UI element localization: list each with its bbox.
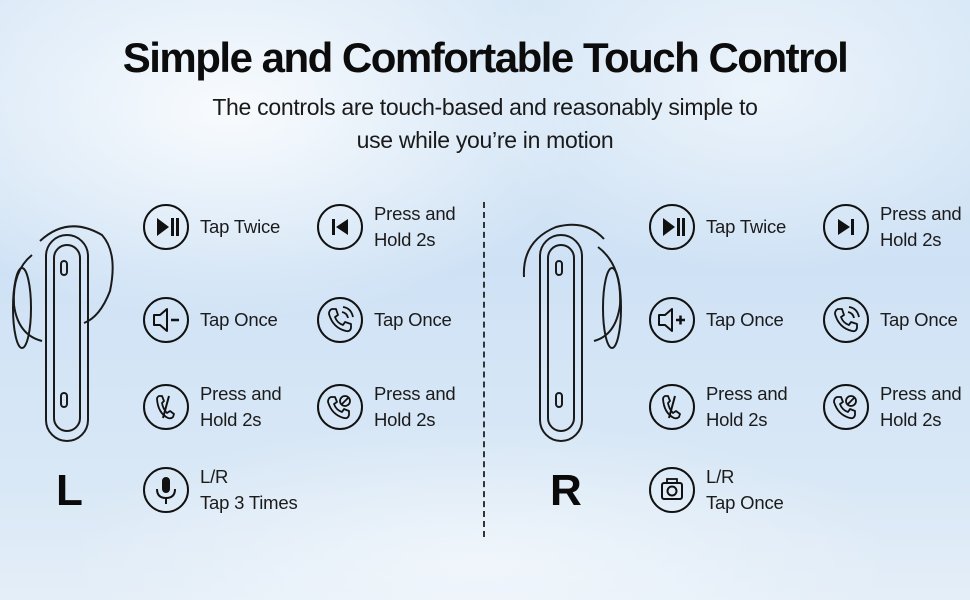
control-label: Press and Hold 2s bbox=[880, 383, 962, 431]
control-label: Press and Hold 2s bbox=[374, 203, 456, 251]
control-label: Tap Twice bbox=[706, 203, 786, 251]
label-line-2: Tap Once bbox=[706, 492, 784, 513]
reject-call-icon bbox=[823, 384, 869, 430]
previous-track-icon bbox=[317, 204, 363, 250]
left-earbud-illustration bbox=[12, 225, 114, 442]
label-line-1: Tap Once bbox=[374, 309, 452, 330]
label-line-1: Press and bbox=[880, 203, 962, 224]
label-line-1: Press and bbox=[706, 383, 788, 404]
control-label: Tap Twice bbox=[200, 203, 280, 251]
page-subtitle: The controls are touch-based and reasona… bbox=[185, 91, 785, 157]
label-line-1: Tap Once bbox=[200, 309, 278, 330]
control-label: L/R Tap Once bbox=[706, 466, 784, 514]
microphone-icon bbox=[143, 467, 189, 513]
next-track-icon bbox=[823, 204, 869, 250]
control-label: Press and Hold 2s bbox=[706, 383, 788, 431]
control-label: Tap Once bbox=[706, 296, 784, 344]
control-label: Tap Once bbox=[374, 296, 452, 344]
volume-up-icon bbox=[649, 297, 695, 343]
reject-call-icon bbox=[317, 384, 363, 430]
label-line-1: Tap Once bbox=[880, 309, 958, 330]
label-line-2: Hold 2s bbox=[880, 409, 942, 430]
label-line-1: Press and bbox=[374, 203, 456, 224]
camera-icon bbox=[649, 467, 695, 513]
label-line-1: Tap Once bbox=[706, 309, 784, 330]
control-label: Press and Hold 2s bbox=[200, 383, 282, 431]
left-side-letter: L bbox=[56, 466, 83, 515]
hang-up-icon bbox=[143, 384, 189, 430]
volume-down-icon bbox=[143, 297, 189, 343]
answer-call-icon bbox=[317, 297, 363, 343]
label-line-1: L/R bbox=[706, 466, 735, 487]
hang-up-icon bbox=[649, 384, 695, 430]
label-line-2: Hold 2s bbox=[880, 229, 942, 250]
label-line-2: Hold 2s bbox=[374, 409, 436, 430]
control-label: Tap Once bbox=[200, 296, 278, 344]
play-pause-icon bbox=[649, 204, 695, 250]
control-label: Tap Once bbox=[880, 296, 958, 344]
right-earbud-illustration bbox=[522, 223, 622, 442]
label-line-2: Hold 2s bbox=[200, 409, 262, 430]
center-divider bbox=[483, 202, 485, 537]
subtitle-line-2: use while you’re in motion bbox=[356, 127, 614, 153]
control-label: Press and Hold 2s bbox=[880, 203, 962, 251]
label-line-2: Tap 3 Times bbox=[200, 492, 298, 513]
subtitle-line-1: The controls are touch-based and reasona… bbox=[212, 94, 758, 120]
label-line-2: Hold 2s bbox=[374, 229, 436, 250]
label-line-1: Press and bbox=[200, 383, 282, 404]
right-side-letter: R bbox=[550, 466, 582, 515]
page-title: Simple and Comfortable Touch Control bbox=[122, 34, 849, 81]
answer-call-icon bbox=[823, 297, 869, 343]
label-line-1: Tap Twice bbox=[706, 216, 787, 237]
label-line-1: Press and bbox=[374, 383, 456, 404]
play-pause-icon bbox=[143, 204, 189, 250]
label-line-1: Press and bbox=[880, 383, 962, 404]
label-line-1: L/R bbox=[200, 466, 229, 487]
control-label: L/R Tap 3 Times bbox=[200, 466, 298, 514]
label-line-1: Tap Twice bbox=[200, 216, 281, 237]
label-line-2: Hold 2s bbox=[706, 409, 768, 430]
control-label: Press and Hold 2s bbox=[374, 383, 456, 431]
